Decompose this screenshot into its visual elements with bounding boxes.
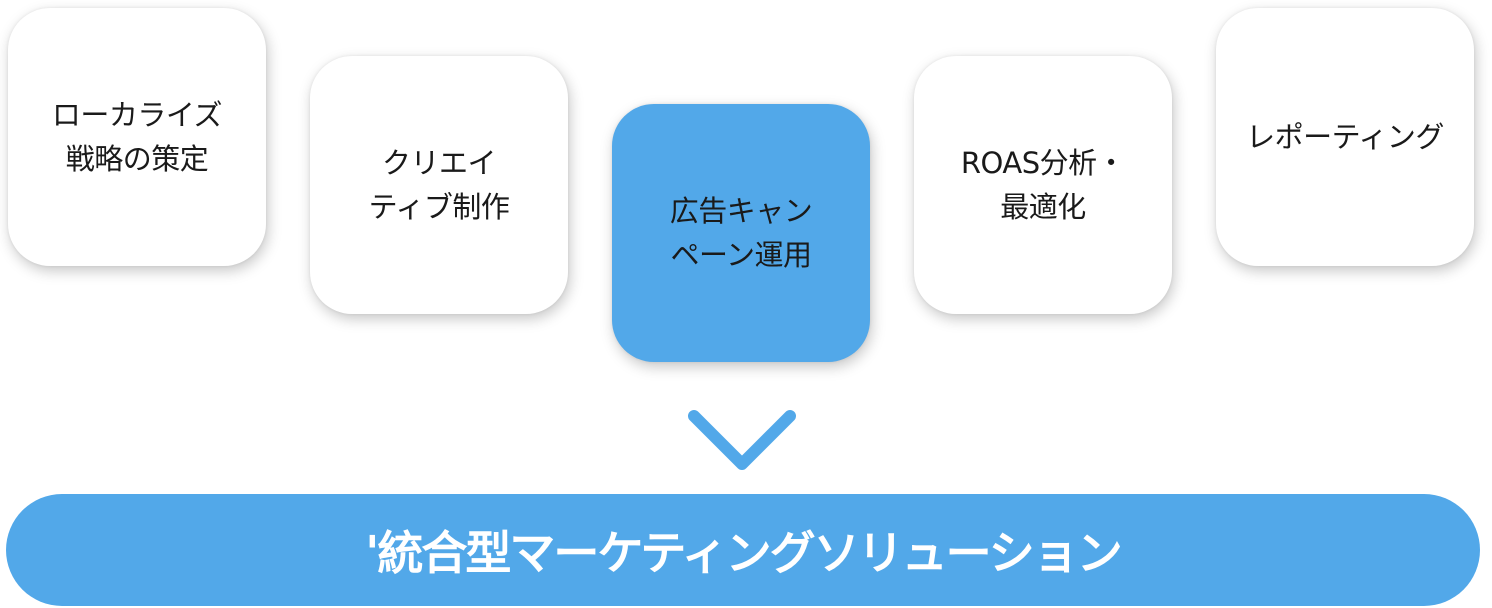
chevron-down-icon (688, 410, 796, 470)
step-card-reporting: レポーティング (1216, 8, 1474, 266)
step-label-line: 戦略の策定 (65, 142, 209, 176)
step-label-line: ローカライズ (51, 98, 223, 132)
step-card-ad-campaign-operation: 広告キャン ペーン運用 (612, 104, 870, 362)
integrated-solution-banner: '統合型マーケティングソリューション (6, 494, 1480, 606)
step-label-line: 広告キャン (669, 194, 813, 228)
step-card-roas-analysis: ROAS分析・ 最適化 (914, 56, 1172, 314)
step-label-line: ティブ制作 (368, 190, 510, 224)
step-label-line: ペーン運用 (670, 238, 812, 272)
step-label-line: 最適化 (1000, 190, 1086, 224)
step-label-line: ROAS分析・ (960, 146, 1126, 180)
banner-title: '統合型マーケティングソリューション (365, 526, 1122, 580)
step-card-localization-strategy: ローカライズ 戦略の策定 (8, 8, 266, 266)
step-card-creative-production: クリエイ ティブ制作 (310, 56, 568, 314)
step-label-line: レポーティング (1246, 120, 1444, 154)
step-label-line: クリエイ (381, 146, 497, 180)
